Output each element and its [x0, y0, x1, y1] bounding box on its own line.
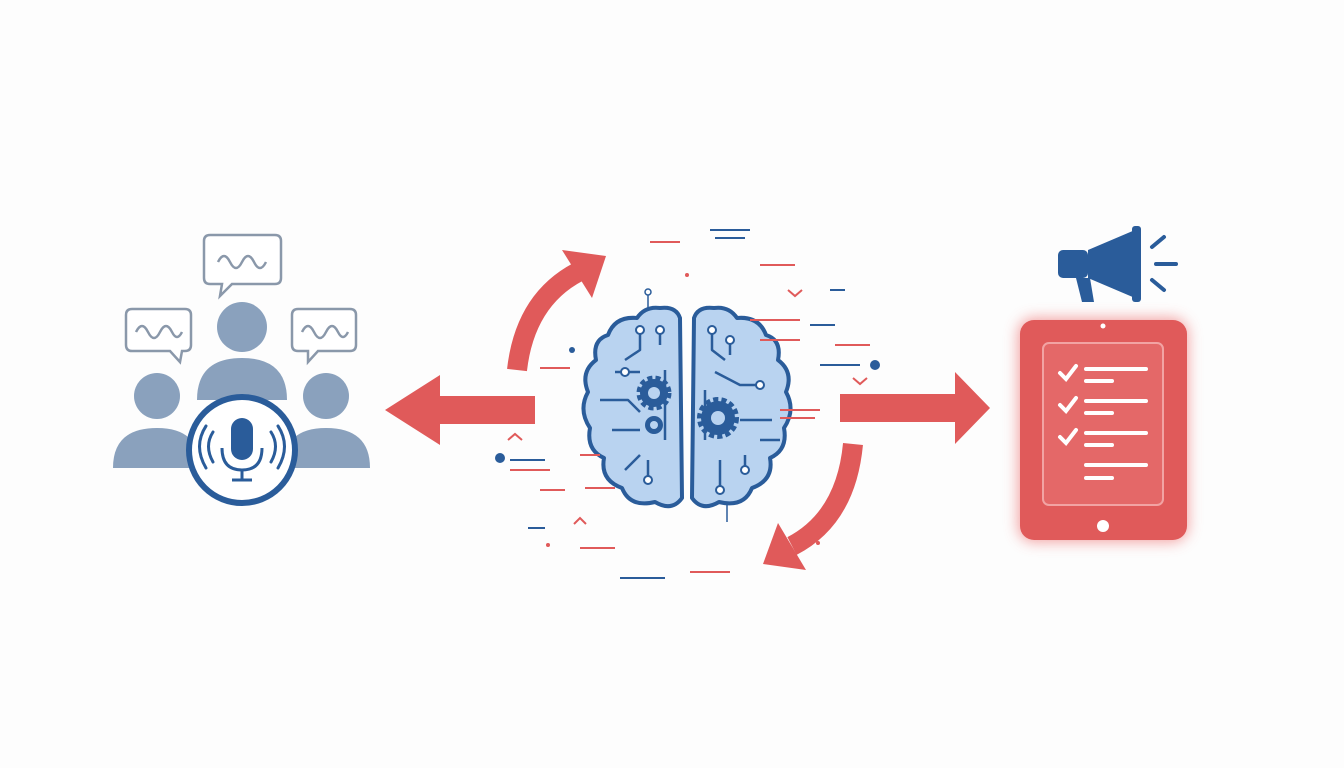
gear-icon	[640, 379, 735, 435]
megaphone-icon	[1058, 226, 1178, 302]
people-group-icon	[113, 302, 370, 468]
arrow-left-icon	[385, 375, 535, 445]
person-right-body	[283, 428, 370, 468]
tablet-checklist-icon	[1018, 318, 1188, 542]
speech-bubble-icon	[124, 233, 358, 366]
home-button	[1097, 520, 1109, 532]
circuit-brain-icon	[581, 288, 793, 522]
cycle-arrow-bottom-icon	[763, 442, 863, 570]
person-left-body	[113, 428, 200, 468]
person-right-head	[303, 373, 349, 419]
check-icon	[1058, 396, 1078, 415]
person-left-head	[134, 373, 180, 419]
checklist	[1058, 364, 1148, 480]
arrow-right-icon	[840, 372, 990, 444]
brain-left-hemisphere	[581, 305, 684, 509]
cycle-arrow-top-icon	[507, 250, 606, 372]
check-icon	[1058, 364, 1078, 383]
microphone-icon	[186, 394, 298, 506]
brain-right-hemisphere	[690, 305, 793, 509]
data-particles	[495, 229, 880, 579]
person-center-body	[197, 358, 287, 400]
person-center-head	[217, 302, 267, 352]
camera-dot	[1100, 323, 1106, 329]
check-icon	[1058, 428, 1078, 447]
